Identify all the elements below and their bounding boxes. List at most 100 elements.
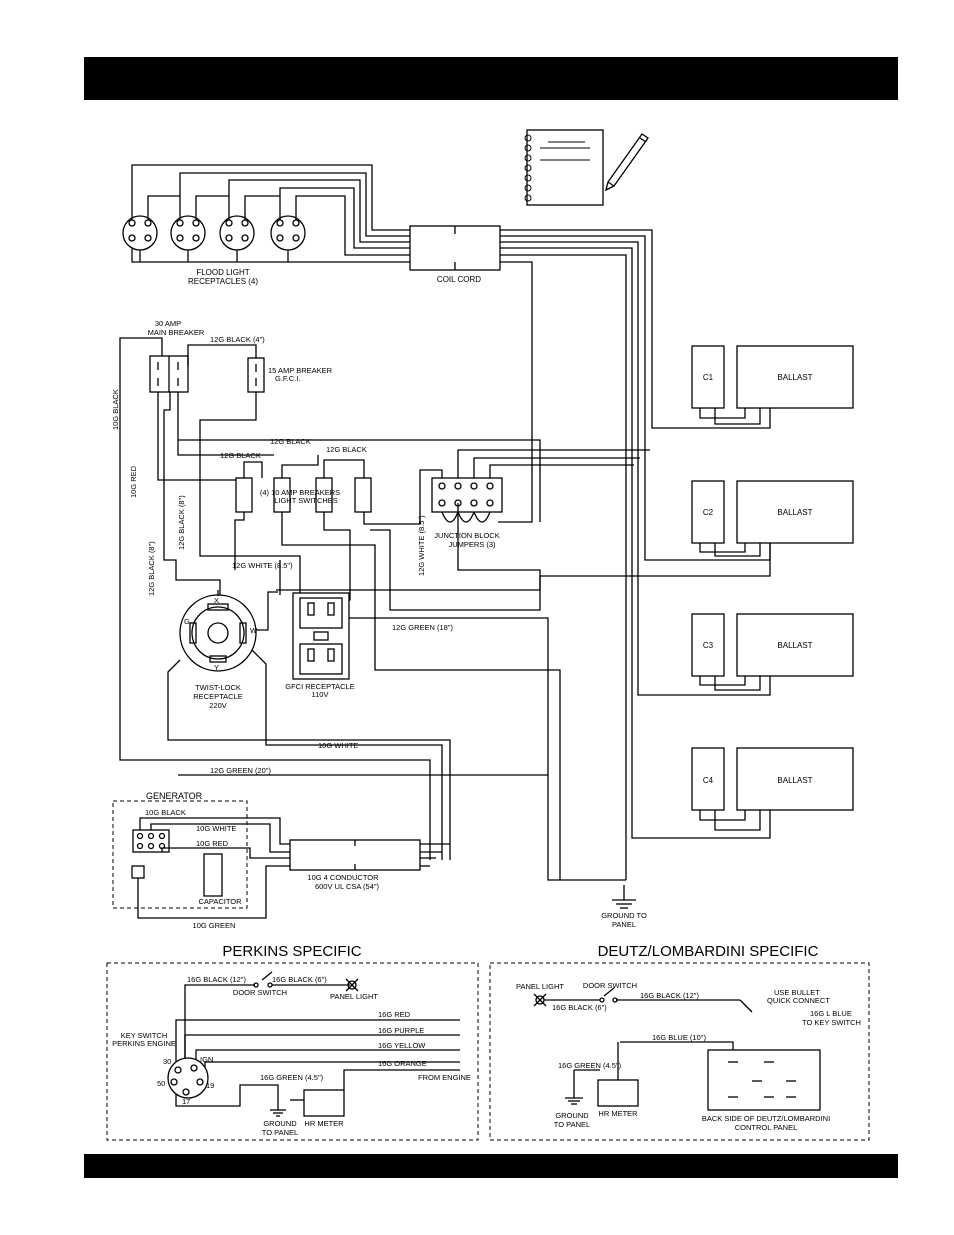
perkins-door-switch: DOOR SWITCH (233, 988, 287, 997)
deutz-green-45: 16G GREEN (4.5") (558, 1061, 622, 1070)
ballast-2-label: BALLAST (777, 508, 812, 517)
white-10g-label: 10G WHITE (318, 741, 358, 750)
c4-label: C4 (703, 776, 714, 785)
perkins-ground-label-1: GROUND (263, 1119, 297, 1128)
deutz-ground-label-1: GROUND (555, 1111, 589, 1120)
capacitor-label: CAPACITOR (198, 897, 242, 906)
capacitor-c1 (691, 345, 725, 409)
gfci-receptacle-label-2: 110V (312, 690, 329, 699)
pin-x: X (214, 596, 219, 605)
perkins-purple: 16G PURPLE (378, 1026, 424, 1035)
deutz-box (489, 962, 870, 1141)
pin-w: W (250, 626, 258, 635)
ballast-feed-wires (498, 229, 771, 880)
gfci-receptacle-label-1: GFCI RECEPTACLE (285, 682, 354, 691)
light-switch-breakers (235, 477, 372, 513)
perkins-hr-meter (303, 1089, 345, 1117)
perkins-title: PERKINS SPECIFIC (222, 943, 361, 960)
deutz-blue-10: 16G BLUE (10") (652, 1033, 706, 1042)
red-10g-label: 10G RED (129, 465, 138, 498)
pin-g: G (184, 617, 190, 626)
panel-light-icon (345, 978, 359, 992)
ballast-1 (736, 345, 854, 409)
pencil-icon (605, 133, 649, 192)
coil-cord (409, 225, 501, 271)
gfci-breaker (247, 357, 265, 393)
black-12g-b-label: 12G BLACK (220, 451, 261, 460)
flood-light-receptacles (122, 215, 306, 251)
gfci-receptacle (292, 592, 350, 680)
flood-label-1: FLOOD LIGHT (196, 268, 249, 277)
junction-label-2: JUMPERS (3) (448, 540, 496, 549)
deutz-panel-label-1: BACK SIDE OF DEUTZ/LOMBARDINI (702, 1114, 830, 1123)
c1-label: C1 (703, 373, 714, 382)
deutz-bullet-1: USE BULLET (774, 988, 820, 997)
door-switch-contact (253, 982, 259, 988)
deutz-hr-meter (597, 1079, 639, 1107)
deutz-panel-light: PANEL LIGHT (516, 982, 564, 991)
deutz-bullet-2: QUICK CONNECT (767, 996, 830, 1005)
ballast-2 (736, 480, 854, 544)
perkins-green-45: 16G GREEN (4.5") (260, 1073, 324, 1082)
green-wire-18 (178, 617, 549, 776)
white-85-a-label: 12G WHITE (8.5") (232, 561, 293, 570)
black-10g-label: 10G BLACK (111, 389, 120, 430)
green-18-label: 12G GREEN (18") (392, 623, 454, 632)
flood-receptacle (122, 215, 158, 251)
black-4-label: 12G BLACK (4") (210, 335, 265, 344)
ballast-3 (736, 613, 854, 677)
deutz-title: DEUTZ/LOMBARDINI SPECIFIC (598, 943, 819, 960)
ground-label-1: GROUND TO (601, 911, 647, 920)
panel-wires (119, 337, 771, 880)
deutz-hr-meter-label: HR METER (598, 1109, 638, 1118)
c3-label: C3 (703, 641, 714, 650)
four-conductor (289, 839, 421, 871)
c2-label: C2 (703, 508, 714, 517)
gfci-breaker-label-1: 15 AMP BREAKER (268, 366, 333, 375)
conductor-label-2: 600V UL CSA (54") (315, 882, 380, 891)
ballast-4 (736, 747, 854, 811)
notepad-icon (524, 129, 604, 206)
deutz-panel-label-2: CONTROL PANEL (735, 1123, 798, 1132)
ballast-links (699, 408, 761, 831)
green-20-label: 12G GREEN (20") (210, 766, 272, 775)
perkins-panel-light: PANEL LIGHT (330, 992, 378, 1001)
perkins-from-engine: FROM ENGINE (418, 1073, 471, 1082)
perkins-hr-meter-label: HR METER (304, 1119, 344, 1128)
deutz-ground-icon (565, 1097, 583, 1105)
deutz-black-12: 16G BLACK (12") (640, 991, 699, 1000)
flood-receptacle (219, 215, 255, 251)
deutz-control-panel (707, 1049, 821, 1111)
black-12g-c-label: 12G BLACK (326, 445, 367, 454)
header-bar (84, 57, 898, 100)
ground-label-2: PANEL (612, 920, 636, 929)
generator-box (112, 800, 248, 909)
ballast-3-label: BALLAST (777, 641, 812, 650)
perkins-pin-50: 50 (157, 1079, 165, 1088)
deutz-black-6: 16G BLACK (6") (552, 1003, 607, 1012)
perkins-pin-17: 17 (182, 1097, 190, 1106)
generator-wires (137, 817, 450, 919)
breakers-label-1: (4) 10 AMP BREAKERS (260, 488, 340, 497)
twist-lock-receptacle (179, 594, 257, 672)
capacitor (203, 853, 223, 897)
ballast-group (691, 345, 854, 811)
twistlock-label-1: TWIST-LOCK (195, 683, 241, 692)
deutz-blue-l-2: TO KEY SWITCH (802, 1018, 861, 1027)
flood-receptacle (170, 215, 206, 251)
key-switch-label-1: KEY SWITCH (121, 1031, 168, 1040)
black-12g-a-label: 12G BLACK (270, 437, 311, 446)
white-85-b-label: 12G WHITE (8.5") (417, 515, 426, 576)
coil-cord-label: COIL CORD (437, 275, 481, 284)
generator-ground-terminal (131, 865, 145, 879)
perkins-pin-30: 30 (163, 1057, 171, 1066)
main-breaker-label-1: 30 AMP (155, 319, 181, 328)
perkins-ground-icon (270, 1104, 286, 1117)
pin-y: Y (214, 663, 219, 672)
twistlock-label-3: 220V (209, 701, 227, 710)
gen-black-label: 10G BLACK (145, 808, 186, 817)
flood-label-2: RECEPTACLES (4) (188, 277, 258, 286)
deutz-door-switch-contact (612, 997, 618, 1003)
perkins-orange: 16G ORANGE (378, 1059, 427, 1068)
